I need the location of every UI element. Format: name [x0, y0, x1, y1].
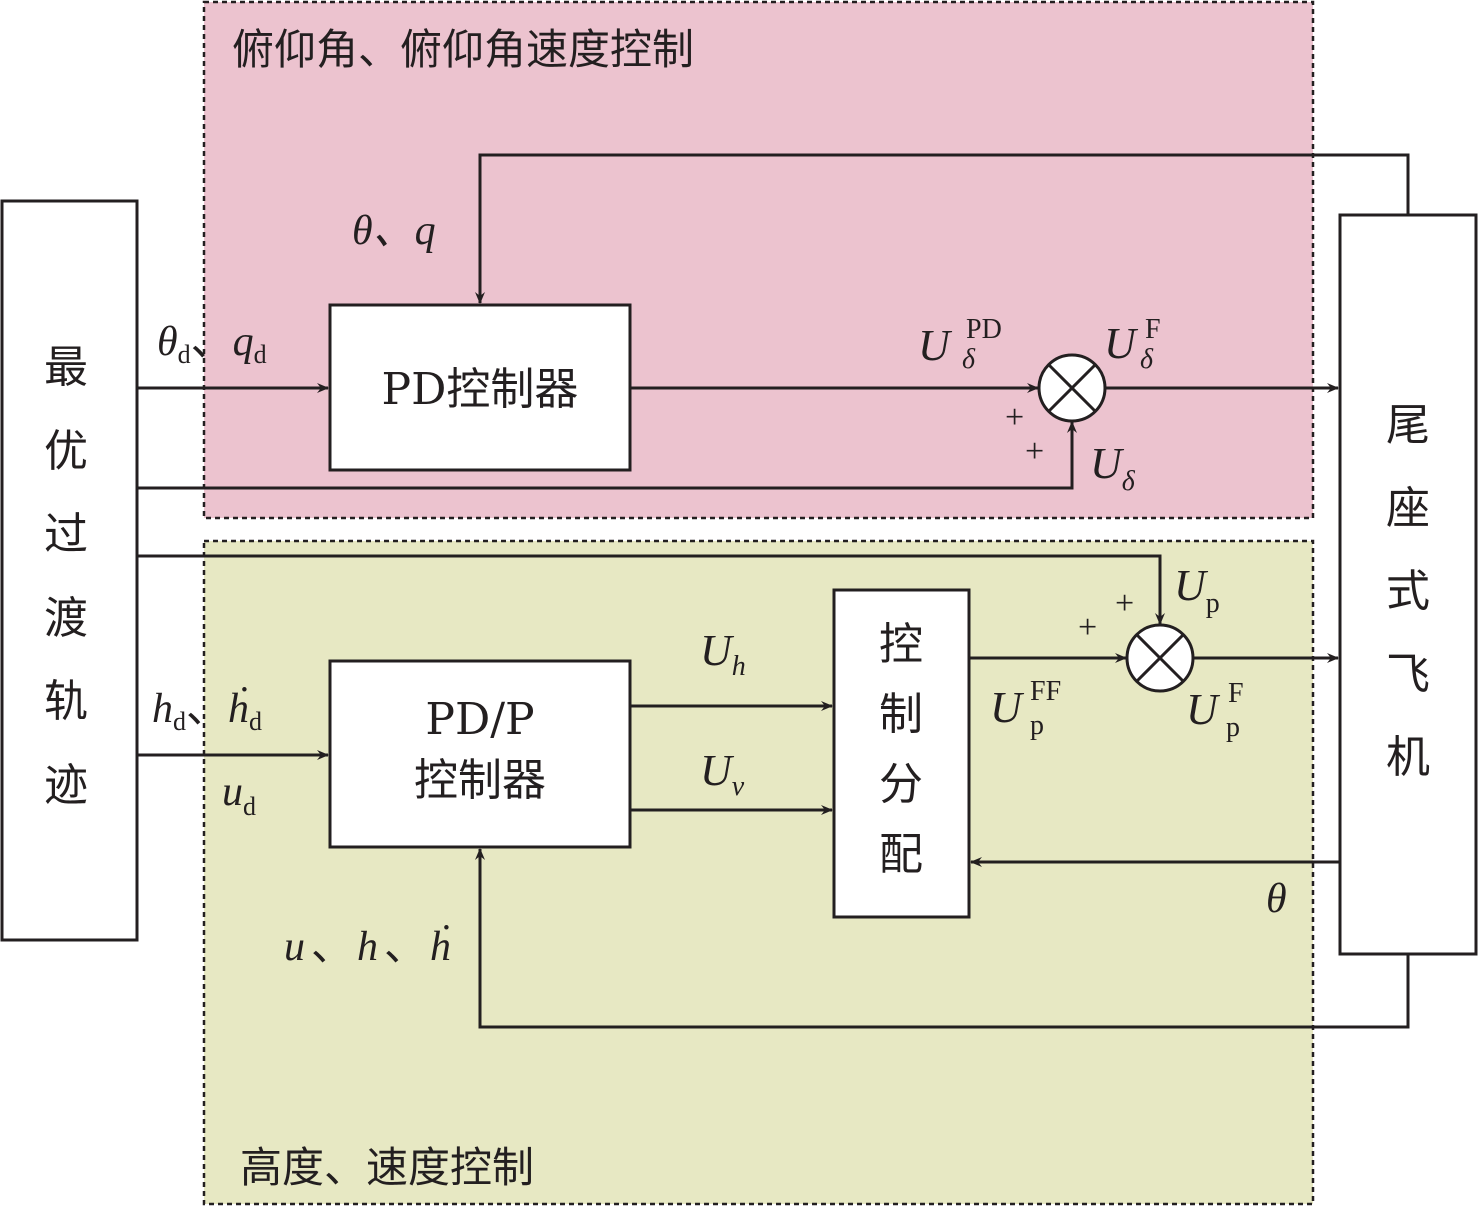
svg-text:制: 制 [879, 689, 923, 740]
pitch-region-title: 俯仰角、俯仰角速度控制 [232, 25, 694, 74]
label-theta-feedback: θ [1266, 876, 1287, 922]
label-U-h: Uh [700, 626, 746, 682]
connections [137, 153, 1410, 1029]
svg-text:配: 配 [879, 829, 923, 880]
svg-text:式: 式 [1386, 566, 1430, 617]
svg-text:座: 座 [1386, 483, 1430, 534]
svg-text:最: 最 [44, 342, 88, 393]
svg-text:分: 分 [879, 759, 923, 810]
svg-text:迹: 迹 [44, 760, 88, 811]
pd-controller-block: PD控制器 [328, 303, 632, 472]
label-U-v: Uv [700, 746, 745, 802]
plus-sign: + [1025, 433, 1044, 470]
label-h-d-hdot-d: hd、ḣd [152, 683, 262, 736]
label-U-p: Up [1174, 561, 1220, 619]
plus-sign: + [1078, 609, 1097, 646]
label-U-delta: Uδ [1090, 439, 1136, 497]
svg-text:控制器: 控制器 [414, 755, 546, 806]
plus-sign: + [1115, 585, 1134, 622]
optimal-transition-trajectory-block: 最 优 过 渡 轨 迹 [0, 199, 139, 942]
svg-text:控: 控 [879, 619, 923, 670]
summing-junction-altitude [1125, 623, 1195, 693]
svg-text:尾: 尾 [1386, 400, 1430, 451]
label-u-d: ud [222, 769, 256, 821]
svg-text:机: 机 [1386, 732, 1430, 783]
altitude-region-title: 高度、速度控制 [240, 1143, 534, 1192]
plus-sign: + [1005, 399, 1024, 436]
label-theta-q: θ、q [352, 208, 436, 254]
svg-text:优: 优 [44, 426, 88, 477]
svg-text:PD/P: PD/P [425, 694, 534, 745]
pd-p-controller-block: PD/P 控制器 [328, 659, 632, 849]
label-theta-d-q-d: θd、qd [157, 316, 267, 369]
svg-text:过: 过 [44, 509, 88, 560]
svg-text:轨: 轨 [44, 676, 88, 727]
svg-text:渡: 渡 [44, 593, 88, 644]
summing-junction-pitch [1037, 353, 1107, 423]
svg-text:飞: 飞 [1386, 649, 1430, 700]
tailsitter-aircraft-block: 尾 座 式 飞 机 [1338, 213, 1478, 956]
svg-text:PD控制器: PD控制器 [382, 364, 579, 415]
label-u-h-hdot: u、h、ḣ [284, 921, 451, 970]
control-allocation-block: 控 制 分 配 [832, 588, 971, 919]
